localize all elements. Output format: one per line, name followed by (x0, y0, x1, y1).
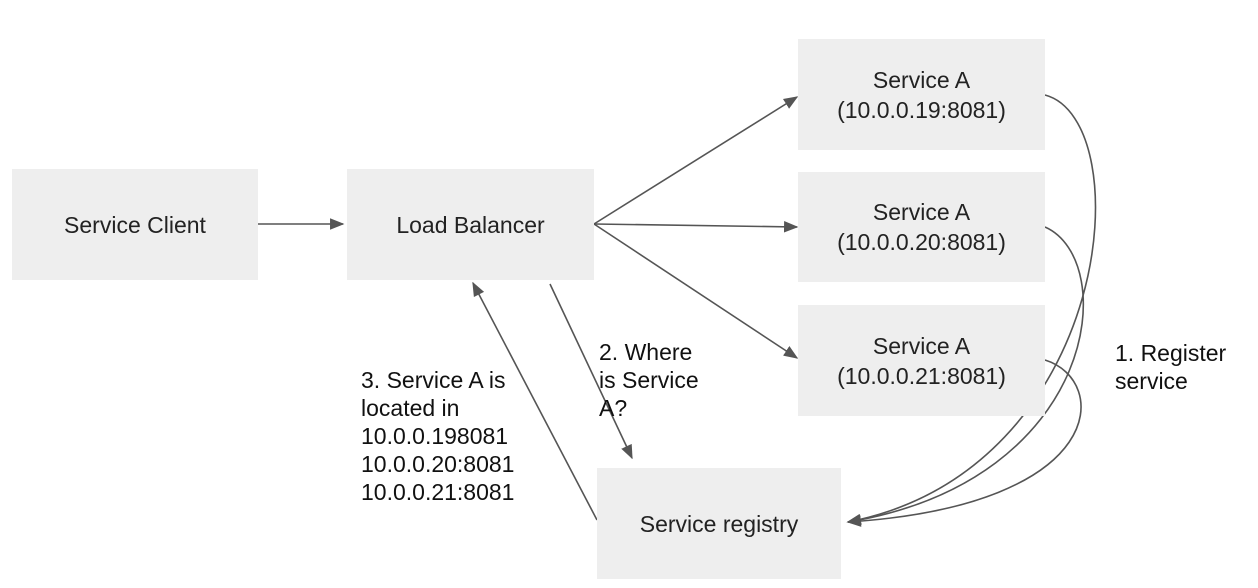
where-line-1: 2. Where (599, 339, 693, 365)
where-is-service-label: 2. Where is Service A? (599, 338, 699, 422)
service-a-3-node: Service A (10.0.0.21:8081) (798, 305, 1045, 416)
load-balancer-label: Load Balancer (396, 211, 545, 238)
service-a-2-node: Service A (10.0.0.20:8081) (798, 172, 1045, 282)
service-client-label: Service Client (64, 211, 206, 238)
edge-lb-to-registry (549, 283, 633, 460)
edge-service-a-1-register (846, 94, 1097, 526)
located-line-4: 10.0.0.20:8081 (361, 451, 515, 477)
service-a-2-address: (10.0.0.20:8081) (837, 229, 1006, 255)
register-service-label: 1. Register service (1115, 339, 1226, 395)
edge-service-a-3-register (846, 359, 1082, 527)
service-a-3-address: (10.0.0.21:8081) (837, 362, 1006, 389)
located-line-2: located in (361, 395, 460, 421)
service-a-1-node: Service A (10.0.0.19:8081) (798, 39, 1045, 150)
where-line-2: is Service (599, 367, 699, 393)
service-a-1-name: Service A (872, 66, 971, 93)
service-a-1-address: (10.0.0.19:8081) (837, 96, 1006, 123)
edge-lb-to-service-a-2 (593, 221, 799, 233)
service-registry-label: Service registry (639, 510, 799, 537)
load-balancer-node: Load Balancer (347, 169, 594, 280)
where-line-3: A? (599, 395, 628, 421)
service-located-label: 3. Service A is located in 10.0.0.198081… (361, 366, 514, 506)
edge-service-a-2-register (846, 226, 1085, 526)
service-a-2-name: Service A (872, 199, 971, 225)
service-registry-node: Service registry (597, 468, 841, 579)
edge-registry-to-lb (472, 281, 598, 521)
located-line-3: 10.0.0.198081 (361, 423, 509, 449)
service-client-node: Service Client (12, 169, 258, 280)
located-line-5: 10.0.0.21:8081 (361, 479, 515, 505)
service-a-3-name: Service A (872, 332, 971, 359)
edge-lb-to-service-a-1 (593, 96, 799, 225)
located-line-1: 3. Service A is (361, 367, 506, 393)
register-line-2: service (1115, 368, 1188, 394)
register-line-1: 1. Register (1115, 340, 1227, 366)
edge-lb-to-service-a-3 (593, 223, 799, 359)
